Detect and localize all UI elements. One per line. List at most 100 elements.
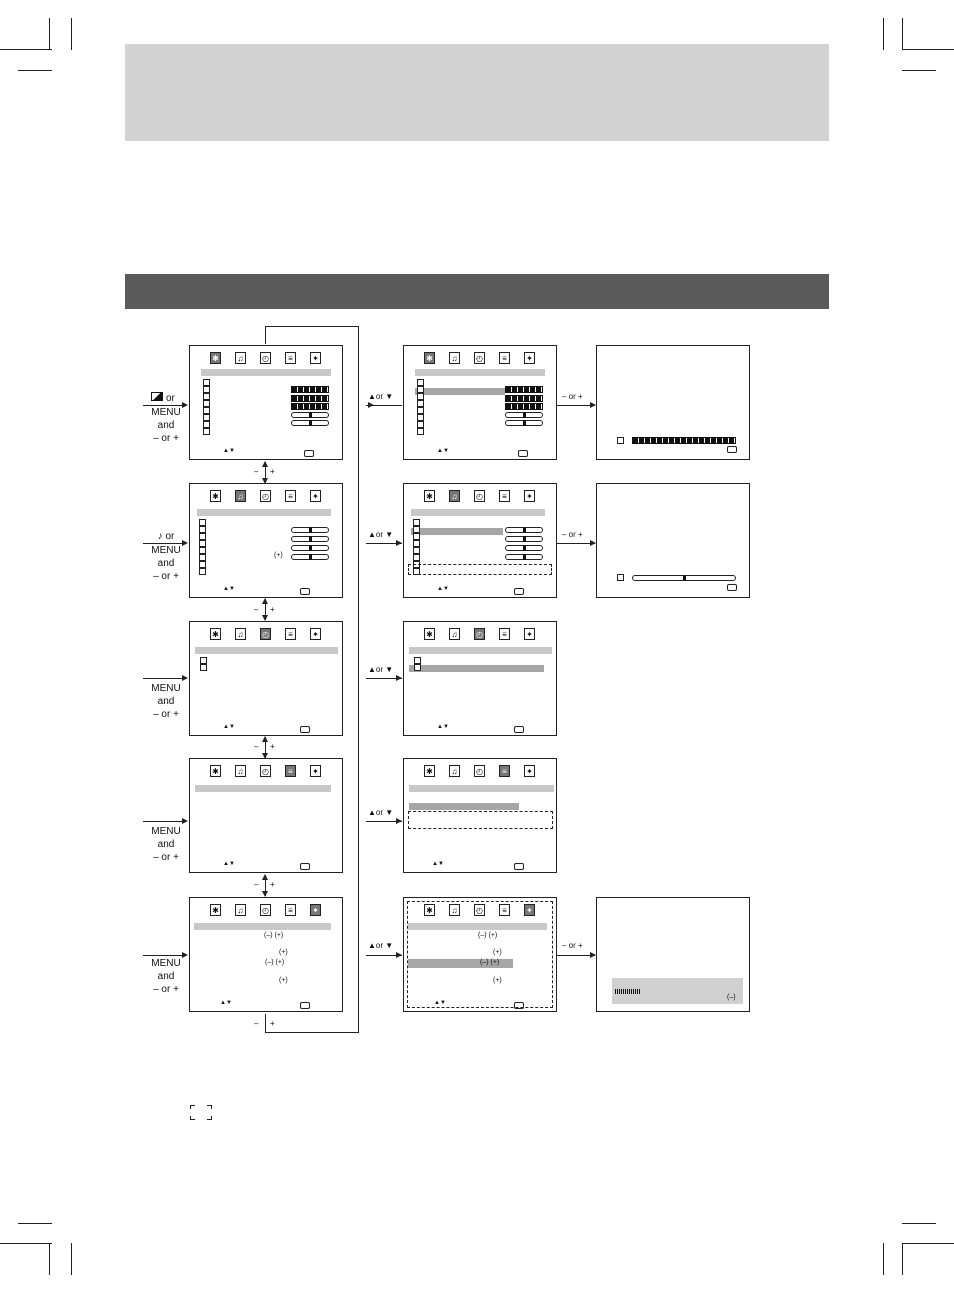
menu-screen-sound: ✱ ♫ ◴ ≡ ✦ (+) ▲▼ [189,483,343,598]
timer-icon[interactable]: ◴ [474,490,485,502]
sound-icon[interactable]: ♫ [449,904,460,916]
slider-bar [291,412,329,418]
minus-label: – [254,467,259,476]
menu-screen-picture: ✱ ♫ ◴ ≡ ✦ ▲▼ [189,345,343,460]
level-bar [291,403,329,410]
menu-title-bar [195,785,331,792]
timer-icon[interactable]: ◴ [260,352,271,364]
connector [265,875,266,896]
setup-icon[interactable]: ≡ [499,490,510,502]
sound-icon[interactable]: ♫ [449,490,460,502]
picture-icon[interactable]: ✱ [424,352,435,364]
arrow-line [143,405,183,406]
preset-icon[interactable]: ✦ [310,628,321,640]
menu-title-bar [409,785,554,792]
adjust-slider [632,575,736,581]
picture-icon[interactable]: ✱ [424,765,435,777]
timer-icon[interactable]: ◴ [474,904,485,916]
sound-icon[interactable]: ♫ [235,490,246,502]
menu-label: MENU [151,545,181,556]
level-bar [505,395,543,402]
connector [265,599,266,620]
setup-icon[interactable]: ≡ [285,904,296,916]
preset-icon[interactable]: ✦ [524,765,535,777]
picture-icon[interactable]: ✱ [424,904,435,916]
setup-icon[interactable]: ≡ [285,765,296,777]
setup-icon[interactable]: ≡ [499,904,510,916]
sound-icon[interactable]: ♫ [449,765,460,777]
nav-hint: ▲▼ [223,724,235,730]
menu-screen-timer-selected: ✱ ♫ ◴ ≡ ✦ ▲▼ [403,621,557,736]
timer-icon[interactable]: ◴ [474,765,485,777]
preset-icon[interactable]: ✦ [524,490,535,502]
nav-hint: ▲▼ [223,861,235,867]
arrow-line [366,543,402,544]
preset-icon[interactable]: ✦ [524,904,535,916]
adjust-level-bar [632,437,736,444]
sound-icon[interactable]: ♫ [235,765,246,777]
loop-line [265,1014,266,1033]
crop-mark [49,18,50,50]
minus-or-plus-label: – or + [153,571,179,582]
picture-icon[interactable]: ✱ [210,490,221,502]
setup-icon[interactable]: ≡ [285,352,296,364]
up-or-down-label: ▲or ▼ [368,392,394,401]
preset-icon[interactable]: ✦ [310,904,321,916]
setup-icon[interactable]: ≡ [285,628,296,640]
setup-icon[interactable]: ≡ [499,765,510,777]
picture-icon[interactable]: ✱ [210,628,221,640]
picture-icon[interactable]: ✱ [210,352,221,364]
preset-icon[interactable]: ✦ [524,352,535,364]
arrow-head [182,818,188,824]
slider-bar [505,536,543,542]
side-icons [414,657,421,671]
arrow-head [262,598,268,604]
arrow-line [366,405,402,406]
sound-icon[interactable]: ♫ [235,628,246,640]
sound-icon[interactable]: ♫ [449,352,460,364]
sound-icon[interactable]: ♫ [449,628,460,640]
connector [265,737,266,758]
preset-icon[interactable]: ✦ [310,352,321,364]
timer-icon[interactable]: ◴ [474,352,485,364]
and-label: and [157,558,175,569]
timer-icon[interactable]: ◴ [474,628,485,640]
preset-icon[interactable]: ✦ [310,490,321,502]
picture-icon[interactable]: ✱ [210,904,221,916]
menu-icon-row: ✱ ♫ ◴ ≡ ✦ [424,490,540,504]
minus-label: – [254,742,259,751]
setup-icon[interactable]: ≡ [499,352,510,364]
timer-icon[interactable]: ◴ [260,765,271,777]
crop-mark [0,49,52,50]
sound-icon[interactable]: ♫ [235,352,246,364]
picture-icon[interactable]: ✱ [210,765,221,777]
preset-icon[interactable]: ✦ [310,765,321,777]
timer-icon[interactable]: ◴ [260,490,271,502]
arrow-head [590,402,596,408]
up-or-down-label: ▲or ▼ [368,941,394,950]
level-bar [505,403,543,410]
menu-icon-row: ✱ ♫ ◴ ≡ ✦ [424,628,540,642]
ok-icon [727,584,737,591]
menu-icon-row: ✱ ♫ ◴ ≡ ✦ [210,904,326,918]
minus-plus-option: (–) (+) [478,932,498,939]
adjust-icon [617,437,624,444]
picture-icon[interactable]: ✱ [424,628,435,640]
minus-or-plus-label: – or + [153,984,179,995]
timer-icon[interactable]: ◴ [260,904,271,916]
setup-icon[interactable]: ≡ [499,628,510,640]
arrow-head [262,874,268,880]
adjust-screen-sound [596,483,750,598]
plus-option: (+) [493,977,502,984]
plus-label: + [270,880,275,889]
adjust-screen-preset: (–) [596,897,750,1012]
timer-icon[interactable]: ◴ [260,628,271,640]
level-bar [291,395,329,402]
arrow-head [262,478,268,484]
minus-or-plus-label: – or + [153,433,179,444]
preset-icon[interactable]: ✦ [524,628,535,640]
picture-icon[interactable]: ✱ [424,490,435,502]
menu-title-bar [408,923,547,930]
setup-icon[interactable]: ≡ [285,490,296,502]
sound-icon[interactable]: ♫ [235,904,246,916]
